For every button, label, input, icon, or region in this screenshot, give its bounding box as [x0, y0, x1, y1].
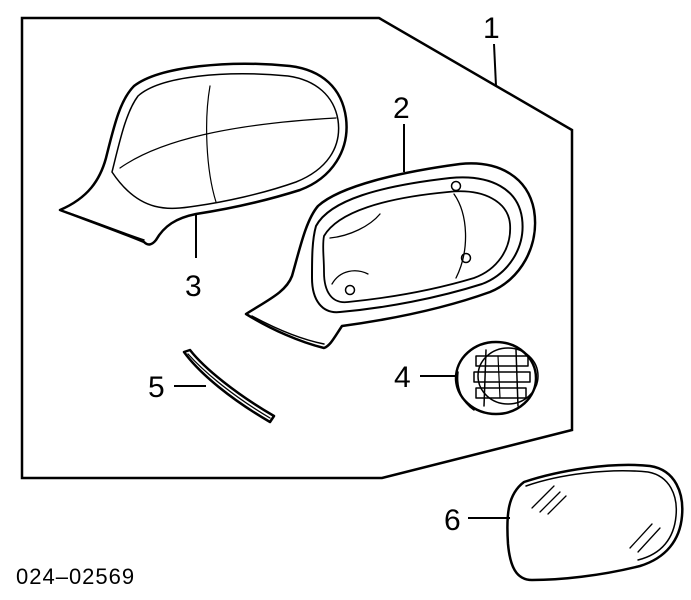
leader-line-1	[493, 43, 497, 87]
mirror-glass-part	[506, 463, 684, 582]
actuator-part	[454, 340, 539, 416]
leader-lines	[174, 43, 510, 519]
callout-1: 1	[483, 12, 500, 45]
assembly-outline	[20, 16, 574, 480]
part-number: 024–02569	[16, 564, 135, 589]
callout-3: 3	[185, 270, 202, 303]
mirror-cover-part	[58, 62, 348, 246]
callout-5: 5	[148, 371, 165, 404]
callout-4: 4	[394, 361, 411, 394]
callout-6: 6	[444, 504, 461, 537]
callout-2: 2	[393, 92, 410, 125]
trim-strip-part	[182, 348, 276, 424]
mirror-housing-part	[244, 162, 537, 350]
